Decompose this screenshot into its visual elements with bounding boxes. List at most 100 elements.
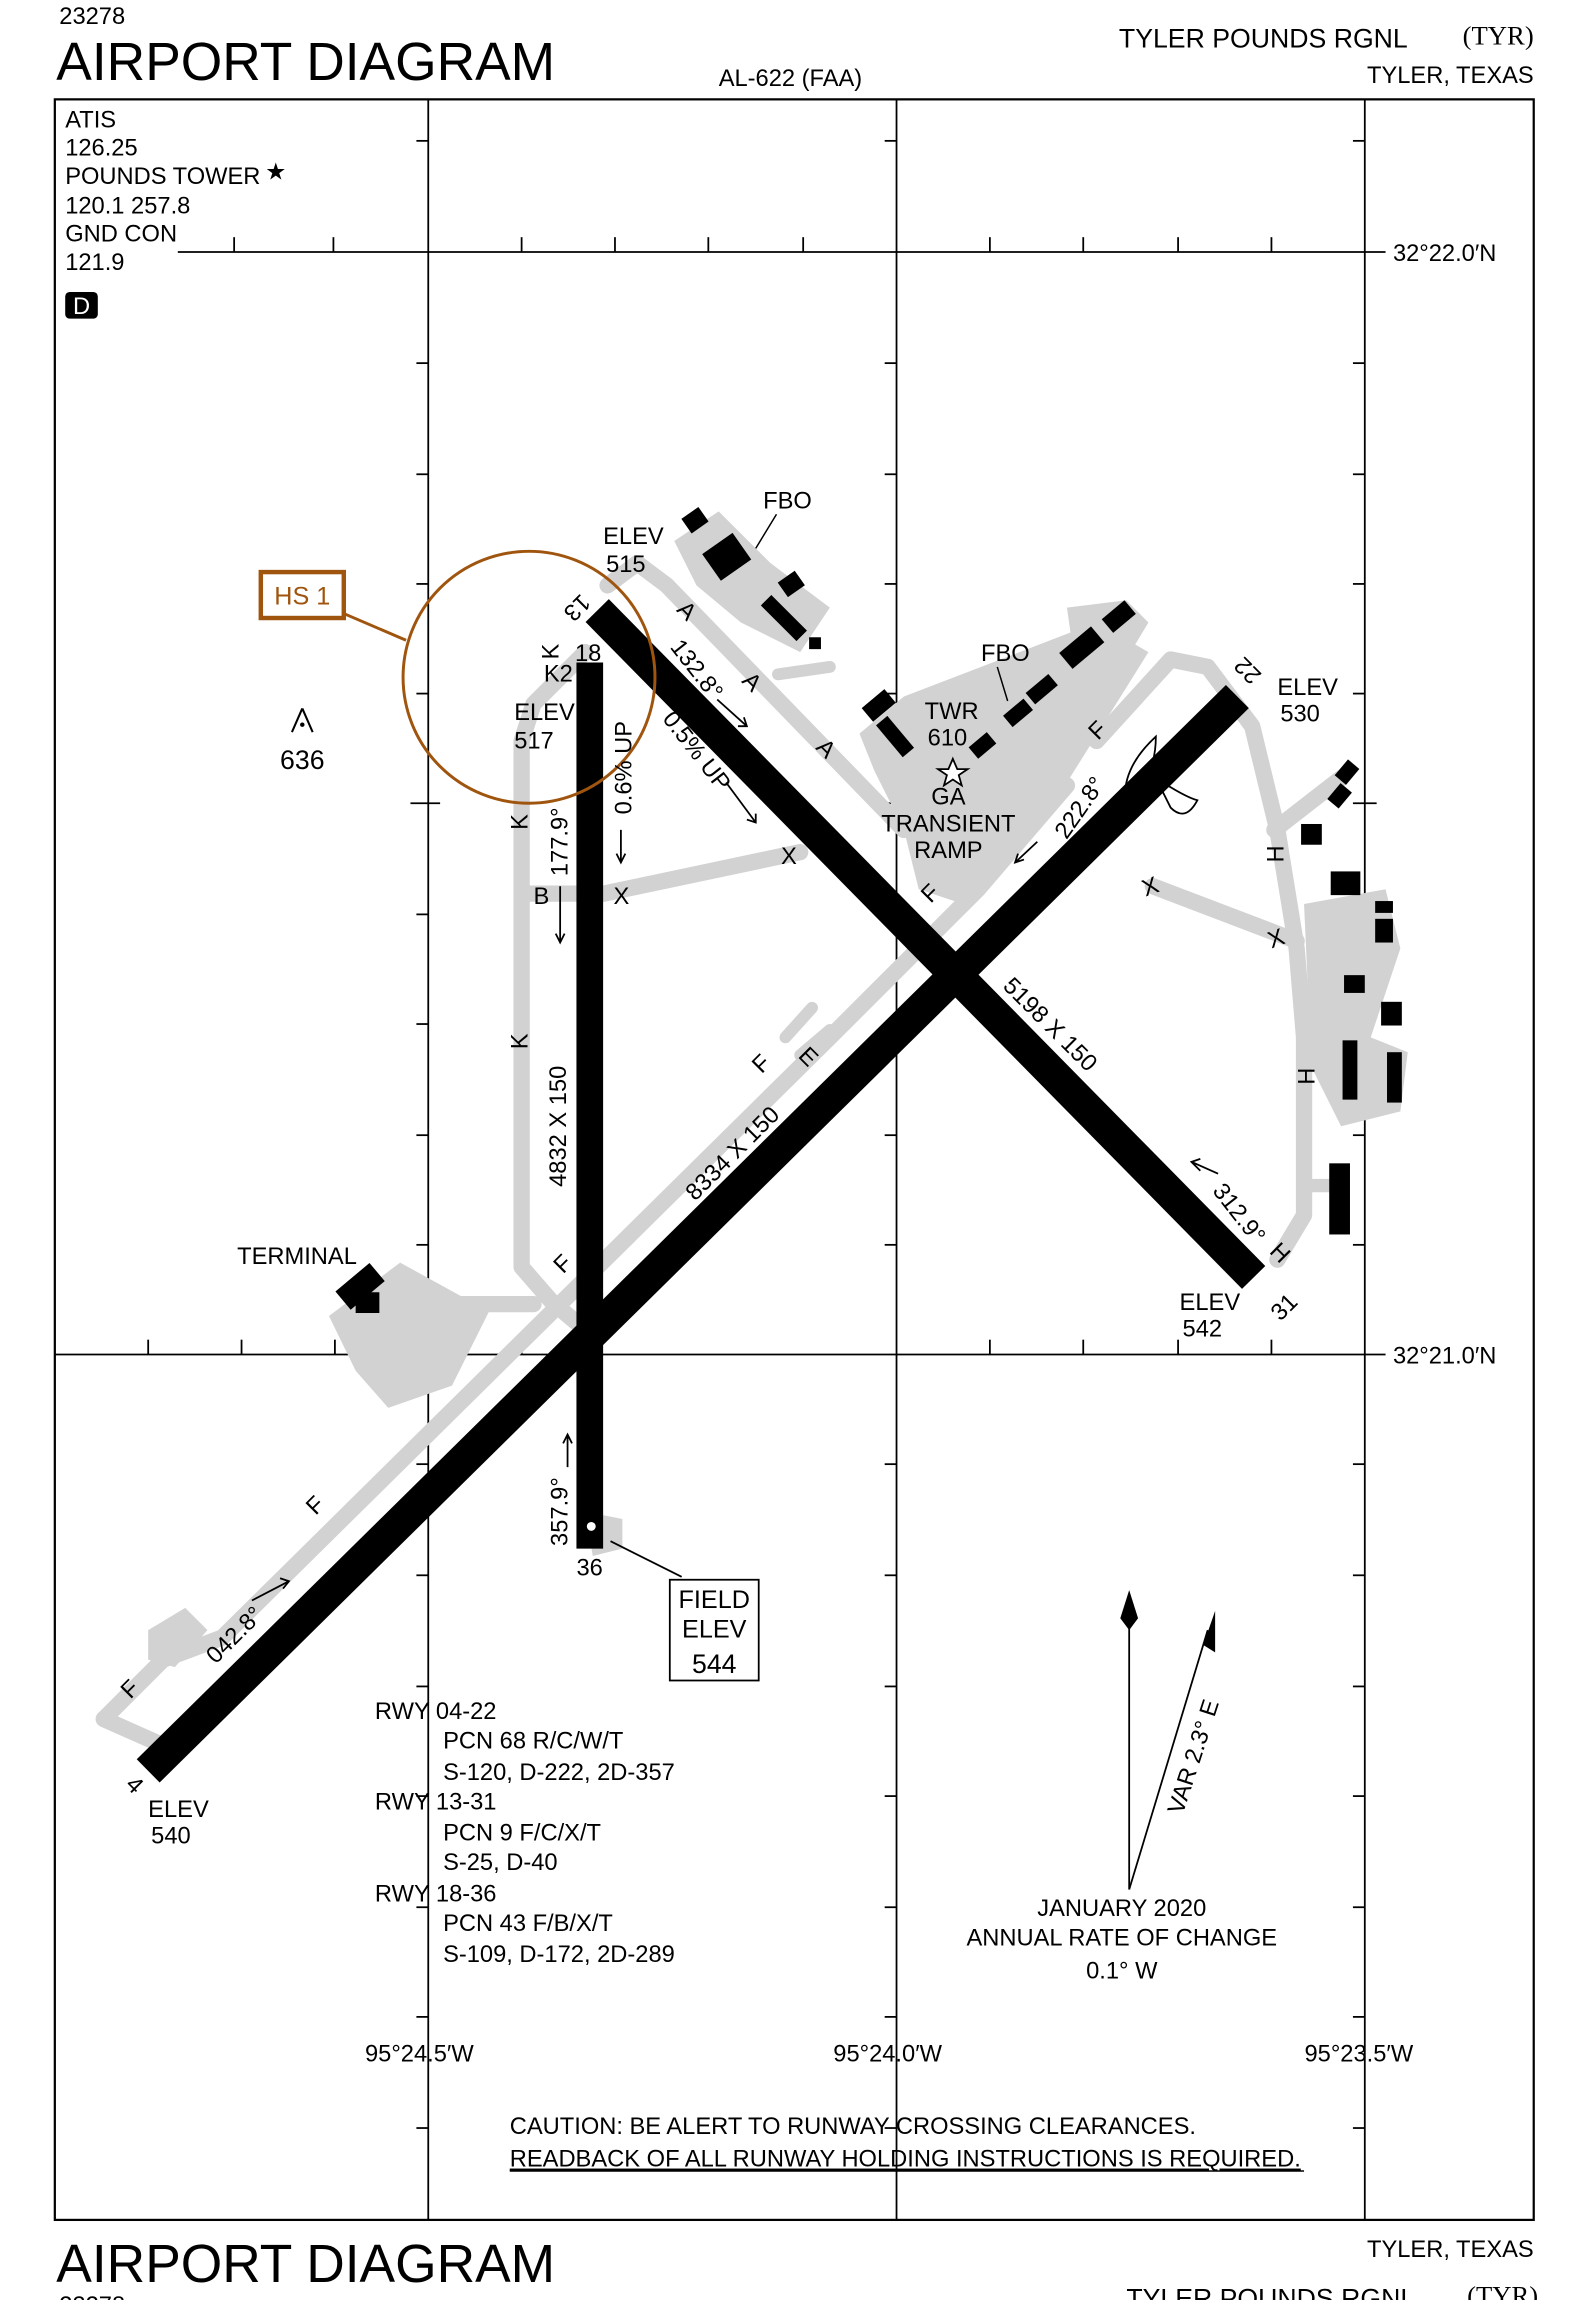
elev-515-value: 515	[606, 552, 646, 578]
taxiway-a-stub	[772, 660, 836, 681]
elev-517-label: ELEV	[514, 700, 575, 726]
runway-end-36: 36	[576, 1555, 602, 1581]
svg-text:S-109, D-172, 2D-289: S-109, D-172, 2D-289	[443, 1942, 675, 1968]
heading-177-9: 177.9°	[548, 807, 574, 876]
elev-530-value: 530	[1280, 702, 1320, 728]
svg-text:S-120, D-222, 2D-357: S-120, D-222, 2D-357	[443, 1760, 675, 1786]
city-state-top: TYLER, TEXAS	[1367, 63, 1534, 89]
fbo-north-label: FBO	[763, 488, 812, 514]
buildings	[335, 506, 1402, 1314]
svg-text:H: H	[1294, 1068, 1320, 1085]
hotspot-badge[interactable]	[258, 569, 347, 621]
rate-of-change-label: ANNUAL RATE OF CHANGE	[966, 1926, 1277, 1952]
tower-frequency: 120.1 257.8	[65, 193, 190, 219]
taxiway-x-east	[1144, 878, 1305, 950]
svg-text:F: F	[748, 1050, 777, 1079]
heading-arrows	[251, 698, 1219, 1602]
svg-text:PCN 9 F/C/X/T: PCN 9 F/C/X/T	[443, 1821, 601, 1847]
ga-ramp-label-1: GA	[931, 785, 965, 811]
runway-info-block: RWY 04-22 PCN 68 R/C/W/T S-120, D-222, 2…	[375, 1699, 675, 1968]
runway-04-22	[136, 684, 1249, 1783]
obstacle-dot	[300, 722, 305, 727]
runway-end-4: 4	[120, 1772, 148, 1800]
svg-text:RWY 13-31: RWY 13-31	[375, 1789, 497, 1815]
terminal-label: TERMINAL	[237, 1244, 357, 1270]
atis-frequency: 126.25	[65, 136, 137, 162]
svg-text:F: F	[301, 1492, 330, 1521]
heading-357-9: 357.9°	[548, 1477, 574, 1546]
ga-transient-ramp	[859, 622, 1149, 905]
city-state-bottom: TYLER, TEXAS	[1367, 2237, 1534, 2263]
svg-text:PCN 43 F/B/X/T: PCN 43 F/B/X/T	[443, 1911, 613, 1937]
svg-text:H: H	[1263, 845, 1289, 862]
d-badge	[65, 292, 98, 319]
chart-title-top: AIRPORT DIAGRAM	[56, 33, 555, 92]
svg-text:F: F	[549, 1250, 578, 1279]
true-north-arrowhead-icon	[1120, 1590, 1139, 1631]
part-time-star-icon: ★	[265, 159, 286, 185]
longitude-mid-label: 95°24.0′W	[833, 2041, 942, 2067]
chart-number-top: 23278	[59, 4, 125, 30]
hotspot-label: HS 1	[274, 583, 330, 611]
tower-label-map: TWR	[925, 699, 979, 725]
frequency-block: ATIS 126.25 POUNDS TOWER ★ 120.1 257.8 G…	[65, 108, 287, 320]
latitude-south-label: 32°21.0′N	[1393, 1343, 1496, 1369]
runway-13-31	[585, 599, 1266, 1289]
longitude-east-label: 95°23.5′W	[1304, 2041, 1413, 2067]
svg-text:X: X	[613, 884, 629, 910]
elev-540-label: ELEV	[148, 1797, 209, 1823]
svg-text:K: K	[508, 1033, 534, 1049]
field-elevation-box	[668, 1578, 760, 1682]
magnetic-north-line	[1128, 1629, 1209, 1890]
airport-name-bottom: TYLER POUNDS RGNL	[1126, 2283, 1415, 2300]
svg-text:RWY 18-36: RWY 18-36	[375, 1881, 497, 1907]
taxiway-a	[599, 555, 913, 839]
hotspot-circle[interactable]	[401, 549, 657, 805]
svg-text:B: B	[533, 884, 549, 910]
airport-id-top: (TYR)	[1463, 21, 1534, 51]
obstacle-elevation: 636	[280, 745, 324, 775]
field-elev-marker	[586, 1521, 596, 1531]
elev-515-label: ELEV	[603, 524, 664, 550]
elev-542-value: 542	[1183, 1317, 1223, 1343]
caution-line-1: CAUTION: BE ALERT TO RUNWAY CROSSING CLE…	[510, 2114, 1196, 2140]
fbo-east-leader	[996, 666, 1009, 702]
variation-date: JANUARY 2020	[1037, 1896, 1206, 1922]
runway-end-18: 18	[575, 641, 601, 667]
fbo-east-label: FBO	[981, 641, 1030, 667]
chart-number-bottom: 23278	[59, 2293, 125, 2300]
chart-title-bottom: AIRPORT DIAGRAM	[56, 2235, 555, 2294]
d-badge-label: D	[73, 294, 90, 320]
svg-text:K: K	[539, 644, 565, 660]
lat-lon-grid	[54, 99, 1386, 2220]
elev-530-label: ELEV	[1277, 675, 1338, 701]
elev-517-value: 517	[514, 728, 554, 754]
runway-end-31: 31	[1266, 1289, 1303, 1326]
taxiway-h-connectors	[1297, 993, 1378, 1193]
tower-star-icon	[935, 756, 971, 788]
caution-line-2: READBACK OF ALL RUNWAY HOLDING INSTRUCTI…	[510, 2147, 1301, 2173]
field-elev-label1: FIELD	[679, 1586, 750, 1614]
elev-540-value: 540	[151, 1824, 191, 1850]
runway-end-22: 22	[1230, 651, 1267, 688]
slope-18-36: 0.6% UP	[611, 721, 637, 814]
tower-label: POUNDS TOWER	[65, 164, 260, 190]
taxiway-h-stub	[1266, 769, 1350, 839]
runway-18-36-dimensions: 4832 X 150	[546, 1066, 572, 1187]
fbo-north-leader	[755, 513, 778, 549]
elev-542-label: ELEV	[1180, 1290, 1241, 1316]
hotspot-leader	[343, 612, 407, 642]
svg-text:S-25, D-40: S-25, D-40	[443, 1850, 558, 1876]
magnetic-north-arrowhead-icon	[1203, 1610, 1216, 1653]
rate-of-change-value: 0.1° W	[1086, 1958, 1158, 1984]
longitude-west-label: 95°24.5′W	[365, 2041, 474, 2067]
ground-frequency: 121.9	[65, 250, 124, 276]
airport-name-top: TYLER POUNDS RGNL	[1119, 23, 1408, 53]
atis-label: ATIS	[65, 108, 116, 134]
volume-label: AL-622 (FAA)	[719, 66, 863, 92]
tower-elevation: 610	[928, 725, 968, 751]
svg-text:RWY 04-22: RWY 04-22	[375, 1699, 497, 1725]
ground-label: GND CON	[65, 222, 177, 248]
obstacle-icon	[290, 707, 314, 733]
